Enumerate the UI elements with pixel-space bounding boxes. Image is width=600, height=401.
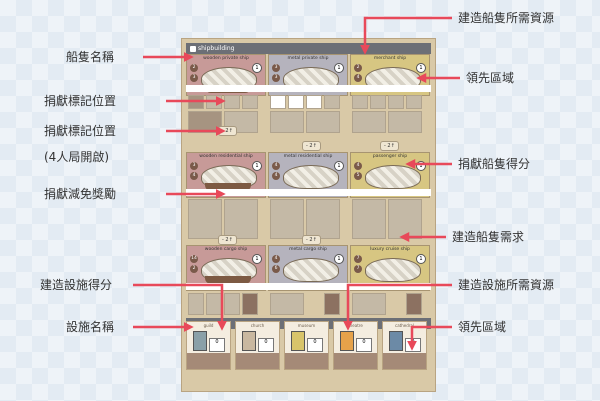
label-donation-reduction: 捐獻減免獎勵 xyxy=(44,187,117,201)
ship-score: 1 xyxy=(416,254,426,264)
donation-reward-badge: - 2↑ xyxy=(302,141,321,151)
airship-hull xyxy=(205,276,251,284)
facility-illustration xyxy=(389,331,403,351)
facility-illustration xyxy=(193,331,207,351)
shipbuilding-title: shipbuilding xyxy=(198,45,235,52)
ship-score: 1 xyxy=(252,63,262,73)
facility-score: 0 xyxy=(307,338,323,352)
label-four-player: (4人局開啟) xyxy=(44,150,109,164)
facility-card-5[interactable]: cathedral 0 xyxy=(382,321,427,370)
requirement-strip-2 xyxy=(186,189,431,196)
label-leading-area: 領先區域 xyxy=(466,71,515,85)
facility-name: theatre xyxy=(348,323,363,328)
facility-illustration xyxy=(340,331,354,351)
ship-score: 1 xyxy=(334,63,344,73)
donation-reward-badge: - 2↑ xyxy=(302,235,321,245)
leading-area-2-arrow xyxy=(407,325,452,351)
label-donation-marker: 捐獻標記位置 xyxy=(44,94,117,108)
airship-illustration xyxy=(365,258,421,282)
ship-name: merchant ship xyxy=(373,56,407,61)
facility-name: church xyxy=(250,323,265,328)
ship-score: 1 xyxy=(334,161,344,171)
hammer-icon xyxy=(190,45,196,52)
ship-score: 1 xyxy=(252,161,262,171)
ship-resources-arrow xyxy=(360,16,452,55)
ship-score: 1 xyxy=(416,161,426,171)
requirement-strip-1 xyxy=(186,85,431,92)
facility-name: cathedral xyxy=(395,323,414,328)
label-facility-resources: 建造設施所需資源 xyxy=(458,278,555,292)
label-ship-name: 船隻名稱 xyxy=(66,50,115,64)
facility-card-4[interactable]: theatre 0 xyxy=(333,321,378,370)
donation-reward-badge: - 2↑ xyxy=(380,141,399,151)
ship-name: metal cargo ship xyxy=(289,247,327,252)
airship-illustration xyxy=(283,165,339,189)
donation-reward-badge: - 2↑ xyxy=(218,235,237,245)
label-facility-score: 建造設施得分 xyxy=(40,278,113,292)
label-facility-name: 設施名稱 xyxy=(66,320,115,334)
facility-score: 0 xyxy=(209,338,225,352)
facility-resources-arrow xyxy=(343,283,452,331)
ship-name: metal private ship xyxy=(287,56,329,61)
ship-name: luxury cruise ship xyxy=(370,247,410,252)
facility-name: museum xyxy=(297,323,316,328)
facility-illustration xyxy=(242,331,256,351)
ship-name: passenger ship xyxy=(372,154,408,159)
ship-score: 1 xyxy=(252,254,262,264)
ship-name: wooden cargo ship xyxy=(204,247,248,252)
airship-illustration xyxy=(283,258,339,282)
ship-name: metal residential ship xyxy=(283,154,333,159)
facility-score-arrow xyxy=(133,283,227,331)
ship-score: 1 xyxy=(416,63,426,73)
requirement-strip-3 xyxy=(186,283,431,290)
label-ship-requirement: 建造船隻需求 xyxy=(452,230,525,244)
label-donate-ship-score: 捐獻船隻得分 xyxy=(458,157,531,171)
airship-illustration xyxy=(365,165,421,189)
facility-card-3[interactable]: museum 0 xyxy=(284,321,329,370)
label-donation-marker-4p: 捐獻標記位置 xyxy=(44,124,117,138)
facility-illustration xyxy=(291,331,305,351)
ship-score: 1 xyxy=(334,254,344,264)
ship-name: wooden residential ship xyxy=(199,154,253,159)
facility-card-2[interactable]: church 0 xyxy=(235,321,280,370)
airship-hull xyxy=(205,183,251,191)
facility-score: 0 xyxy=(258,338,274,352)
label-ship-resources: 建造船隻所需資源 xyxy=(458,11,555,25)
label-leading-area-2: 領先區域 xyxy=(458,320,507,334)
facility-name: guild xyxy=(203,323,214,328)
ship-name: wooden private ship xyxy=(203,56,249,61)
shipbuilding-header: shipbuilding xyxy=(186,43,431,54)
facility-score: 0 xyxy=(356,338,372,352)
